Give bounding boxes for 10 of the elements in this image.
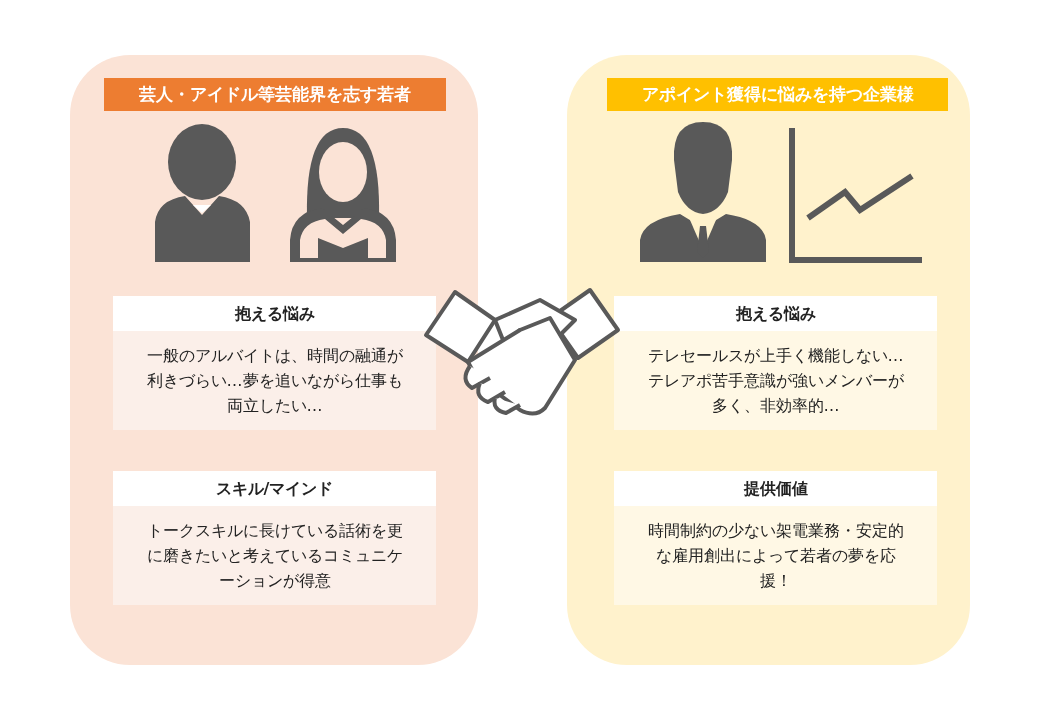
box-title: 提供価値 <box>614 471 937 506</box>
panel-background <box>70 55 478 665</box>
box-text: テレセールスが上手く機能しない…テレアポ苦手意識が強いメンバーが多く、非効率的… <box>614 331 937 430</box>
header-band: アポイント獲得に悩みを持つ企業様 <box>607 78 948 111</box>
box-text: 時間制約の少ない架電業務・安定的な雇用創出によって若者の夢を応援！ <box>614 506 937 605</box>
header-band: 芸人・アイドル等芸能界を志す若者 <box>104 78 446 111</box>
box-title: スキル/マインド <box>113 471 436 506</box>
box-text: 一般のアルバイトは、時間の融通が利きづらい…夢を追いながら仕事も両立したい… <box>113 331 436 430</box>
box-text: トークスキルに長けている話術を更に磨きたいと考えているコミュニケーションが得意 <box>113 506 436 605</box>
panel-background <box>567 55 970 665</box>
